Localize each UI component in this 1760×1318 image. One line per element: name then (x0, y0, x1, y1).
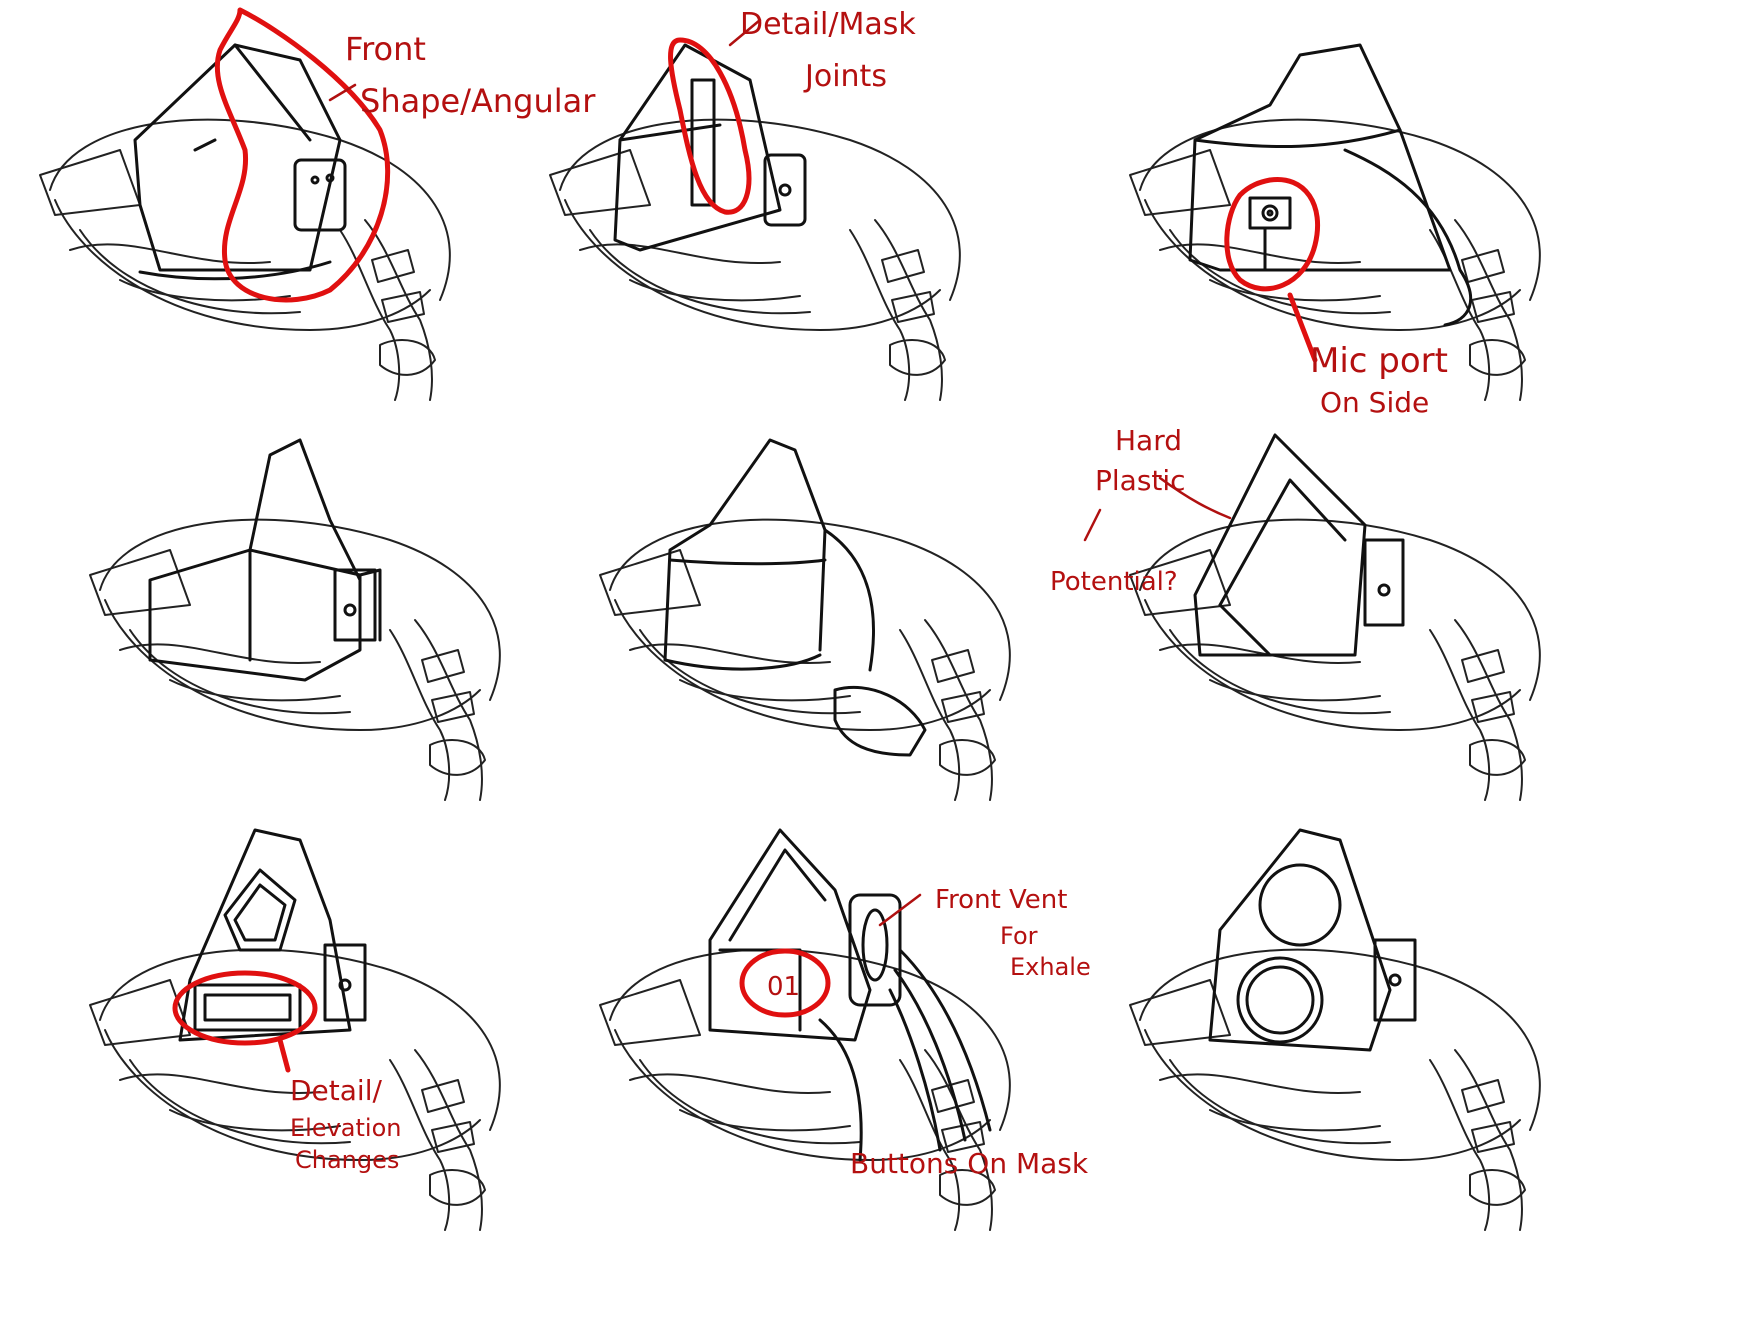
note-elevation: Elevation (290, 1114, 401, 1142)
concept-mic-port (1129, 43, 1541, 401)
mic-port-circle (1224, 176, 1321, 292)
note-hard: Hard (1115, 424, 1182, 457)
concept-front-shape (39, 7, 451, 401)
note-mic-side: On Side (1320, 386, 1429, 419)
note-front-title: Front (345, 30, 426, 68)
note-front-shape: Shape/Angular (360, 82, 596, 120)
note-mic-port: Mic port (1310, 341, 1448, 381)
note-mask-joints-title: Detail/Mask (740, 7, 916, 42)
concept-round-filters (1129, 828, 1541, 1231)
concept-mask-joints (549, 18, 961, 401)
note-mask-joints: Joints (803, 59, 887, 94)
mask-joints-circle (668, 37, 752, 215)
concept-front-vent (599, 828, 1011, 1231)
note-plastic: Plastic (1095, 464, 1186, 497)
front-shape-circle (214, 7, 391, 303)
concept-hard-plastic (1129, 433, 1541, 801)
note-for: For (1000, 922, 1038, 950)
note-front-vent: Front Vent (935, 885, 1067, 915)
note-exhale: Exhale (1010, 953, 1091, 981)
concept-elevation (89, 828, 501, 1231)
note-buttons: Buttons On Mask (850, 1147, 1089, 1180)
note-elevation-title: Detail/ (290, 1074, 382, 1107)
note-button-marks: 01 (767, 972, 800, 1002)
note-changes: Changes (295, 1146, 399, 1174)
note-potential: Potential? (1050, 567, 1178, 597)
concept-rounded (599, 438, 1011, 801)
concept-faceted (89, 438, 501, 801)
elevation-circle (172, 970, 318, 1046)
button-circle (739, 948, 831, 1018)
